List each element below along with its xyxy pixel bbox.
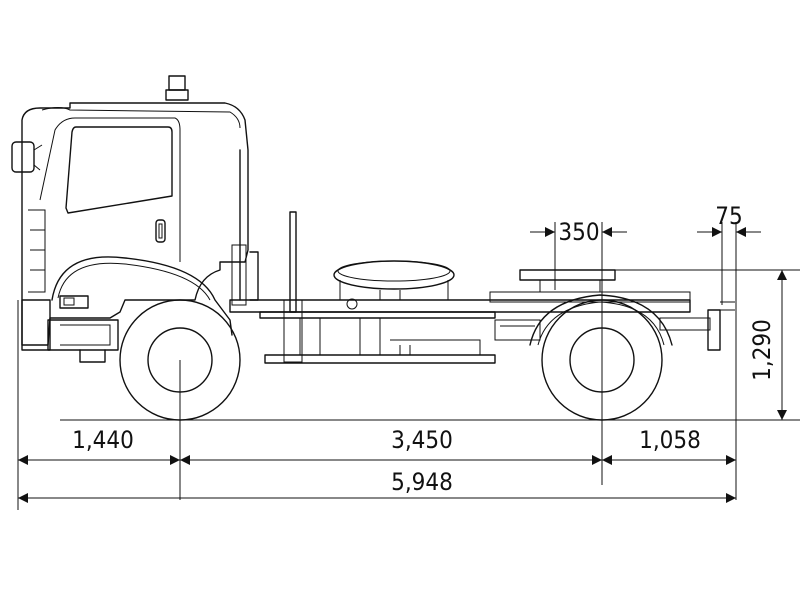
door-handle — [155, 219, 166, 243]
wheelbase-label: 3,450 — [391, 426, 453, 454]
rear-overhang-label: 1,058 — [639, 426, 701, 454]
front-overhang-label: 1,440 — [72, 426, 134, 454]
cab-window — [65, 126, 173, 214]
spare-tire — [333, 260, 455, 290]
fifth-wheel — [519, 269, 616, 281]
fifth-wheel-height-label: 1,290 — [748, 319, 776, 381]
fifth-wheel-offset-label: 350 — [558, 218, 599, 246]
front-bumper — [21, 299, 51, 351]
dimension-lines — [17, 222, 800, 510]
beacon-light — [165, 75, 189, 101]
truck-outline — [11, 75, 259, 363]
rear-offset-label: 75 — [715, 202, 742, 230]
chassis-frame — [229, 211, 735, 364]
overall-length-label: 5,948 — [391, 468, 453, 496]
side-mirror — [11, 141, 35, 173]
cab-body — [21, 102, 249, 346]
